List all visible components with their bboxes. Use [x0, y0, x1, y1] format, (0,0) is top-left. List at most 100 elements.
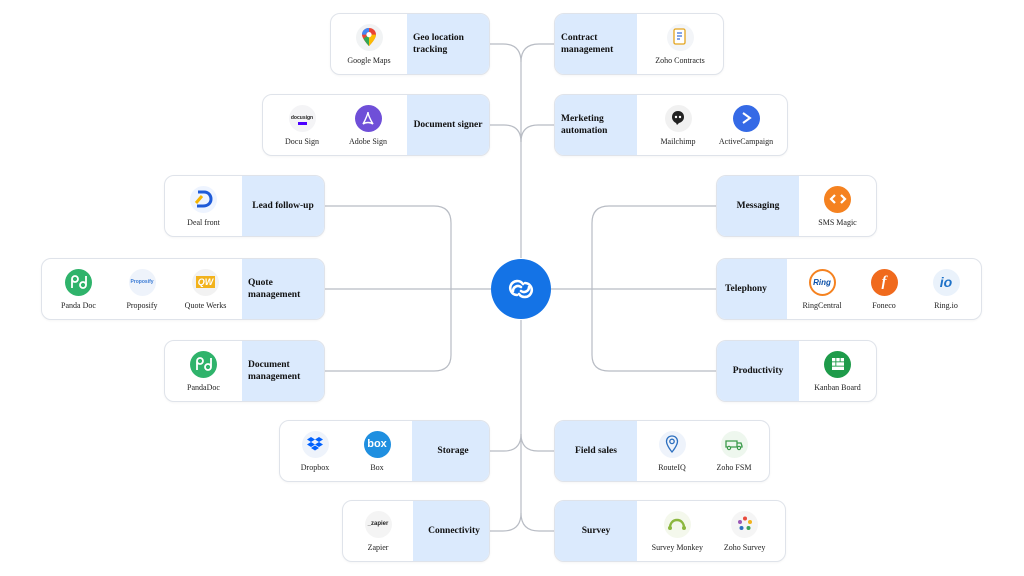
card-productivity[interactable]: Kanban Board Productivity	[716, 340, 877, 402]
connector-geo	[520, 43, 554, 63]
connector-marketing	[520, 124, 554, 143]
app-google-maps[interactable]: Google Maps	[338, 23, 400, 65]
app-name: Foneco	[872, 300, 896, 310]
app-survey-monkey[interactable]: Survey Monkey	[646, 510, 708, 552]
card-quote-management[interactable]: Panda Doc Proposify Proposify QW Quote W…	[41, 258, 325, 320]
app-zoho-contracts[interactable]: Zoho Contracts	[649, 23, 711, 65]
app-name: Mailchimp	[660, 136, 696, 146]
app-list: Mailchimp ActiveCampaign	[637, 95, 787, 155]
app-list: _zapier Zapier	[343, 501, 413, 561]
app-list: Deal front	[165, 176, 242, 236]
category-label: Document signer	[407, 95, 489, 155]
app-adobe-sign[interactable]: Adobe Sign	[337, 104, 399, 146]
app-list: docusign Docu Sign Adobe Sign	[263, 95, 407, 155]
card-document-management[interactable]: PandaDoc Document management	[164, 340, 325, 402]
card-field-sales[interactable]: RouteIQ Zoho FSM Field sales	[554, 420, 770, 482]
foneco-icon: f	[870, 268, 898, 296]
card-contract-management[interactable]: Zoho Contracts Contract management	[554, 13, 724, 75]
category-label: Quote management	[242, 259, 324, 319]
app-sms-magic[interactable]: SMS Magic	[807, 185, 869, 227]
ringcentral-icon: Ring	[808, 268, 836, 296]
app-list: Panda Doc Proposify Proposify QW Quote W…	[42, 259, 242, 319]
category-label: Survey	[555, 501, 637, 561]
category-label: Document management	[242, 341, 324, 401]
app-name: Proposify	[126, 300, 158, 310]
app-name: Kanban Board	[814, 382, 861, 392]
app-dealfront[interactable]: Deal front	[173, 185, 235, 227]
card-messaging[interactable]: SMS Magic Messaging	[716, 175, 877, 237]
category-label: Telephony	[717, 259, 787, 319]
app-list: Survey Monkey Zoho Survey	[637, 501, 785, 561]
card-telephony[interactable]: Ring RingCentral f Foneco io Ring.io Tel…	[716, 258, 982, 320]
app-zoho-survey[interactable]: Zoho Survey	[714, 510, 776, 552]
app-docusign[interactable]: docusign Docu Sign	[271, 104, 333, 146]
app-name: Deal front	[187, 217, 220, 227]
pandadoc-icon	[65, 268, 92, 296]
dropbox-icon	[301, 430, 329, 458]
app-list: Ring RingCentral f Foneco io Ring.io	[787, 259, 981, 319]
app-list: Kanban Board	[799, 341, 876, 401]
card-storage[interactable]: Dropbox box Box Storage	[279, 420, 490, 482]
app-name: ActiveCampaign	[718, 136, 774, 146]
cloud-link-icon	[508, 279, 534, 299]
pandadoc-icon	[190, 350, 217, 378]
app-name: SMS Magic	[818, 217, 857, 227]
app-dropbox[interactable]: Dropbox	[284, 430, 346, 472]
card-survey[interactable]: Survey Monkey Zoho Survey Survey	[554, 500, 786, 562]
connector-survey	[520, 512, 554, 532]
card-geo-location-tracking[interactable]: Google Maps Geo location tracking	[330, 13, 490, 75]
app-ringcentral[interactable]: Ring RingCentral	[791, 268, 853, 310]
connector-trunk-bottom	[490, 320, 522, 532]
app-name: Zoho FSM	[716, 462, 752, 472]
category-label: Connectivity	[413, 501, 489, 561]
connector-fieldsales	[520, 433, 554, 452]
app-name: Quote Werks	[184, 300, 227, 310]
category-label: Contract management	[555, 14, 637, 74]
app-name: RingCentral	[802, 300, 842, 310]
app-list: PandaDoc	[165, 341, 242, 401]
dealfront-icon	[190, 185, 217, 213]
surveymonkey-icon	[663, 510, 691, 538]
app-list: Zoho Contracts	[637, 14, 723, 74]
app-name: Docu Sign	[285, 136, 319, 146]
app-list: Dropbox box Box	[280, 421, 412, 481]
app-routeiq[interactable]: RouteIQ	[641, 430, 703, 472]
app-list: SMS Magic	[799, 176, 876, 236]
app-quote-werks[interactable]: QW Quote Werks	[175, 268, 237, 310]
connector-docsign	[490, 124, 522, 143]
hub-node	[491, 259, 551, 319]
app-zapier[interactable]: _zapier Zapier	[347, 510, 409, 552]
app-box[interactable]: box Box	[346, 430, 408, 472]
zoho-survey-icon	[731, 510, 759, 538]
app-pandadoc[interactable]: PandaDoc	[173, 350, 235, 392]
card-lead-follow-up[interactable]: Deal front Lead follow-up	[164, 175, 325, 237]
app-activecampaign[interactable]: ActiveCampaign	[715, 104, 777, 146]
app-foneco[interactable]: f Foneco	[853, 268, 915, 310]
card-document-signer[interactable]: docusign Docu Sign Adobe Sign Document s…	[262, 94, 490, 156]
app-zoho-fsm[interactable]: Zoho FSM	[703, 430, 765, 472]
card-connectivity[interactable]: _zapier Zapier Connectivity	[342, 500, 490, 562]
app-name: Zapier	[367, 542, 389, 552]
sms-magic-icon	[824, 185, 851, 213]
app-list: Google Maps	[331, 14, 407, 74]
card-marketing-automation[interactable]: Mailchimp ActiveCampaign Merketing autom…	[554, 94, 788, 156]
category-label: Merketing automation	[555, 95, 637, 155]
category-label: Productivity	[717, 341, 799, 401]
connector-storage	[490, 433, 522, 452]
app-name: Google Maps	[347, 55, 391, 65]
app-mailchimp[interactable]: Mailchimp	[647, 104, 709, 146]
app-name: Adobe Sign	[349, 136, 387, 146]
app-proposify[interactable]: Proposify Proposify	[111, 268, 173, 310]
app-name: Box	[370, 462, 384, 472]
mailchimp-icon	[664, 104, 692, 132]
app-ringio[interactable]: io Ring.io	[915, 268, 977, 310]
quotewerks-icon: QW	[192, 268, 219, 296]
category-label: Lead follow-up	[242, 176, 324, 236]
app-name: Dropbox	[300, 462, 330, 472]
app-panda-doc[interactable]: Panda Doc	[48, 268, 110, 310]
zapier-icon: _zapier	[364, 510, 392, 538]
connector-trunk-top	[490, 43, 522, 258]
app-kanban-board[interactable]: Kanban Board	[807, 350, 869, 392]
